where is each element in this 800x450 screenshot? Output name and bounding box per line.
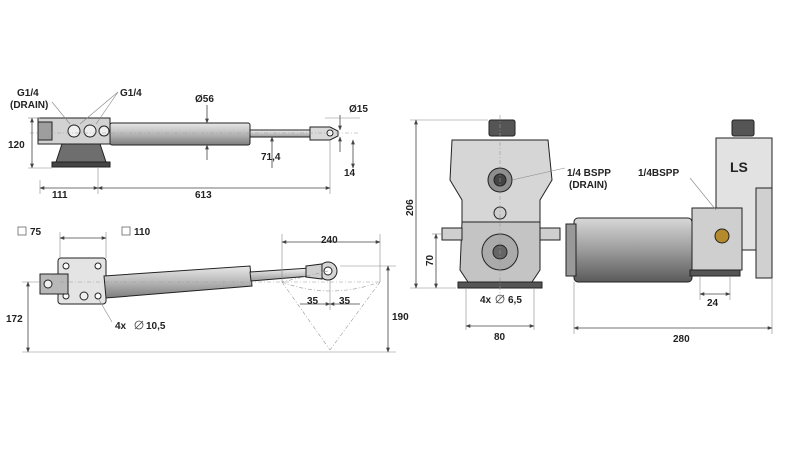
pump-hole-dia-6-5: 6,5 bbox=[508, 295, 522, 306]
bottom-cylinder-view: 75 110 240 35 35 172 190 4x 10,5 bbox=[6, 226, 409, 353]
pump-port-drain-note: (DRAIN) bbox=[569, 180, 607, 191]
hole-dia-10-5: 10,5 bbox=[146, 321, 166, 332]
dim-206: 206 bbox=[405, 199, 416, 216]
port-drain-note-label: (DRAIN) bbox=[10, 100, 48, 111]
dim-rod-71-4: 71,4 bbox=[261, 152, 281, 163]
pump-front-view: 1/4 BSPP (DRAIN) 206 70 4x 6,5 80 bbox=[405, 115, 611, 343]
pump-side-bracket bbox=[755, 187, 773, 279]
port-fitting-icon bbox=[67, 124, 81, 138]
top-rod-end bbox=[309, 126, 339, 141]
dim-280: 280 bbox=[673, 334, 690, 345]
dim-35-right: 35 bbox=[339, 296, 351, 307]
brand-logo: LS bbox=[730, 159, 748, 175]
dim-mount-111: 111 bbox=[52, 190, 68, 201]
dim-190: 190 bbox=[392, 312, 409, 323]
dim-110: 110 bbox=[134, 227, 151, 238]
pump-side-port-label: 1/4BSPP bbox=[638, 168, 679, 179]
pump-holes-count: 4x bbox=[480, 295, 492, 306]
diameter-symbol-icon bbox=[134, 320, 144, 330]
dim-172: 172 bbox=[6, 314, 23, 325]
bottom-valve-block bbox=[39, 273, 69, 295]
dim-70: 70 bbox=[425, 254, 436, 266]
dim-75: 75 bbox=[30, 227, 42, 238]
mount-hole-icon bbox=[94, 262, 102, 270]
pump-side-cap bbox=[731, 119, 755, 137]
dim-80: 80 bbox=[494, 332, 506, 343]
port-g14-label: G1/4 bbox=[120, 88, 142, 99]
port-fitting-icon bbox=[98, 125, 110, 137]
pump-front-fitting-right bbox=[539, 227, 561, 241]
top-cylinder-tube bbox=[109, 122, 251, 146]
top-cylinder-view: G1/4 (DRAIN) G1/4 Ø56 Ø15 120 71,4 14 11… bbox=[8, 88, 368, 201]
bottom-piston-rod bbox=[249, 267, 312, 282]
top-mount-base bbox=[51, 161, 111, 168]
top-valve-cap bbox=[37, 121, 53, 141]
pump-port-label: 1/4 BSPP bbox=[567, 168, 611, 179]
pump-side-foot bbox=[689, 269, 741, 277]
pump-side-plug bbox=[714, 228, 730, 244]
dim-length-613: 613 bbox=[195, 190, 212, 201]
top-mount-foot bbox=[55, 143, 107, 163]
dia-body-label: Ø56 bbox=[195, 94, 214, 105]
top-piston-rod bbox=[249, 129, 311, 138]
pump-front-cap bbox=[488, 119, 516, 137]
square-symbol-icon bbox=[17, 226, 27, 236]
port-fitting-icon bbox=[43, 279, 53, 289]
pump-side-motor-cap bbox=[565, 223, 577, 277]
pump-side-motor bbox=[573, 217, 693, 283]
dia-rod-label: Ø15 bbox=[349, 104, 368, 115]
port-fitting-icon bbox=[79, 291, 89, 301]
mount-hole-icon bbox=[94, 292, 102, 300]
pump-side-view: LS 1/4BSPP 24 280 bbox=[565, 119, 773, 345]
diameter-symbol-icon bbox=[495, 294, 505, 304]
pump-front-fitting-left bbox=[441, 227, 463, 241]
dim-stroke-240: 240 bbox=[321, 235, 338, 246]
dim-24: 24 bbox=[707, 298, 719, 309]
mount-hole-icon bbox=[62, 262, 70, 270]
dim-height-120: 120 bbox=[8, 140, 25, 151]
port-fitting-icon bbox=[83, 124, 97, 138]
dim-rod-end-14: 14 bbox=[344, 168, 356, 179]
square-symbol-icon bbox=[121, 226, 131, 236]
port-g14-drain-label: G1/4 bbox=[17, 88, 39, 99]
dim-35-left: 35 bbox=[307, 296, 319, 307]
holes-count: 4x bbox=[115, 321, 127, 332]
